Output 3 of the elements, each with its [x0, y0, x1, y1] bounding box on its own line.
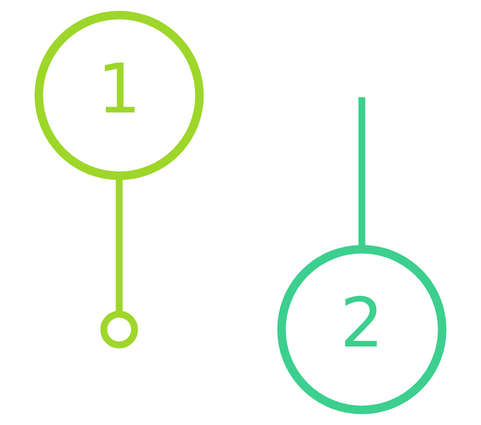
node-circle: 2 [277, 244, 446, 414]
node-circle: 1 [34, 10, 204, 180]
node-circle [100, 310, 138, 348]
